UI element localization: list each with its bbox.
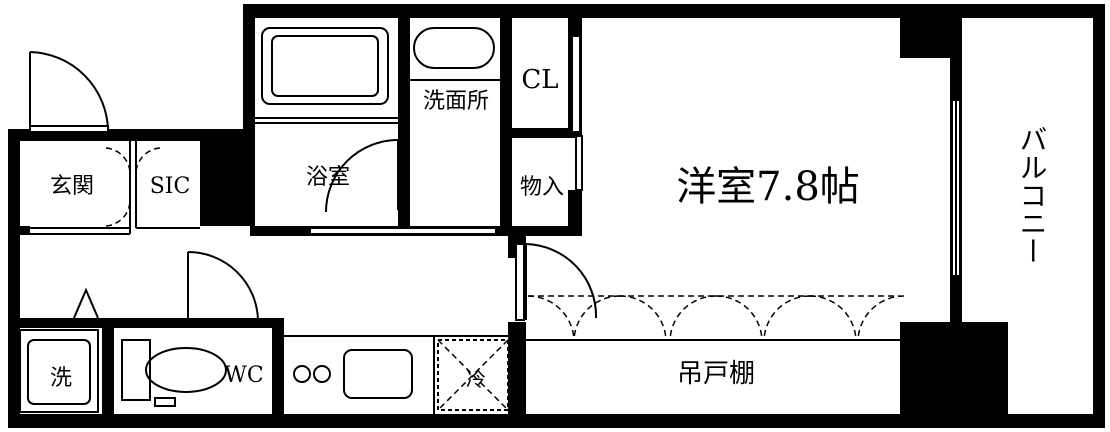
partitions — [20, 35, 961, 341]
fixtures — [19, 27, 509, 414]
storage-label: 物入 — [520, 175, 564, 200]
sic-label: SIC — [150, 174, 191, 199]
entrance-label: 玄関 — [50, 174, 94, 199]
washer-pan — [19, 329, 99, 413]
stove-burner — [313, 365, 331, 383]
washbasin — [413, 27, 495, 69]
balcony-label: バルコニー — [1016, 125, 1049, 265]
western-room-label: 洋室7.8帖 — [676, 164, 860, 210]
kitchen-sink — [343, 349, 413, 399]
stove-burner — [293, 365, 311, 383]
labels: 玄関 SIC 浴室 洗面所 CL 物入 洋室7.8帖 バルコニー 洗 WC 冷 … — [50, 65, 1049, 391]
washer-label: 洗 — [50, 366, 72, 391]
closet-label: CL — [521, 65, 558, 95]
doors — [29, 51, 905, 341]
bath-label: 浴室 — [306, 165, 350, 190]
fridge-label: 冷 — [466, 367, 486, 391]
bathtub — [261, 27, 389, 105]
toilet-label: WC — [224, 363, 263, 388]
hanging-shelf-label: 吊戸棚 — [677, 359, 755, 389]
fridge-space — [437, 339, 509, 411]
washroom-label: 洗面所 — [423, 89, 489, 114]
